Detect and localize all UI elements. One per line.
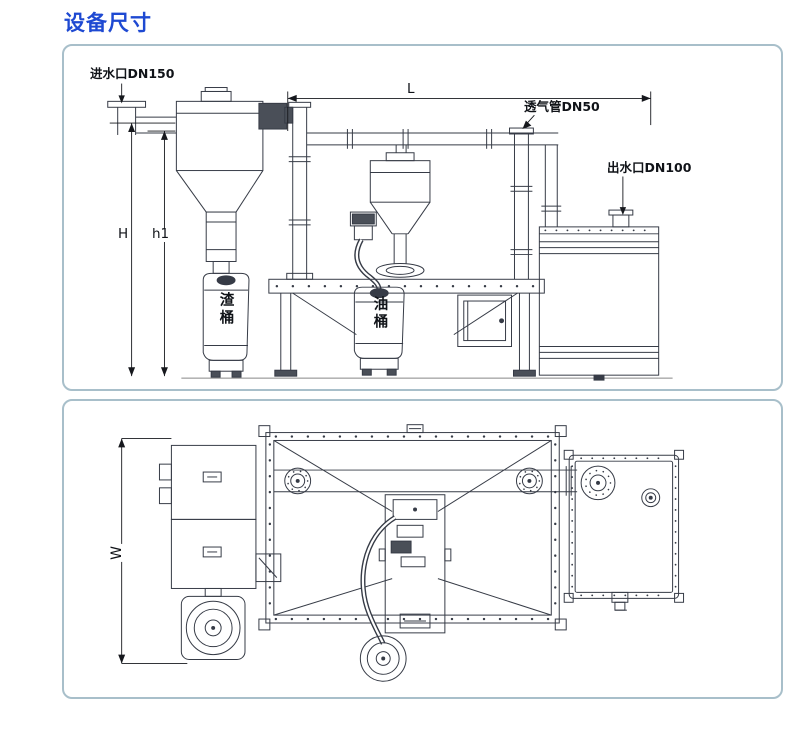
dimension-L [287,91,652,132]
manhole-flange [375,262,425,278]
length-dimension-label: L [405,81,417,97]
chute [255,553,282,583]
inlet-flange-circle [580,465,616,501]
control-cabinet [457,294,513,347]
pipe-flange-right [515,467,543,495]
oil-bucket-label: 油桶 [371,296,388,331]
plan-view-drawing [118,424,685,682]
door-handle [499,318,505,324]
drain [593,374,605,381]
bottom-fitting [611,591,629,611]
pump-block [351,213,375,225]
outlet-leader-arrow [619,176,627,216]
front-view-drawing [107,83,673,381]
height-dimension-label: H [116,226,131,242]
plan-oil-bucket [359,515,407,682]
plan-pump-unit [378,494,452,634]
outlet-label: 出水口DN100 [607,160,692,175]
dimension-H [109,122,176,377]
vent-label: 透气管DN50 [524,99,600,114]
inlet-label: 进水口DN150 [90,66,175,81]
plan-left-unit [158,444,282,661]
left-machine [107,87,294,274]
plan-right-tank [563,449,685,611]
dimension-h1 [147,130,176,377]
slag-bucket [202,272,250,378]
pipe-flange-left [284,467,312,495]
plan-piping [273,466,578,496]
plan-main-tank [258,424,567,631]
center-machine [349,152,431,278]
dimension-W [118,438,188,664]
outlet-stub [612,214,630,228]
height1-dimension-label: h1 [150,226,172,242]
top-piping [286,101,562,280]
page-title: 设备尺寸 [64,11,152,35]
front-view-panel: 进水口DN150 L 透气管DN50 出水口DN100 H h1 渣桶 油桶 [62,44,783,391]
oil-hose [354,238,382,292]
slag-bucket-housing [180,595,246,661]
inlet-leader-arrow [118,83,125,104]
vent-fitting-circle [641,488,661,508]
front-dimensions [109,83,652,377]
bucket-opening [216,275,236,286]
slag-bucket-label: 渣桶 [217,292,234,327]
plan-view-panel: W [62,399,783,699]
motor-block [258,102,288,130]
vent-pipe [509,127,534,280]
oil-bucket [353,286,405,376]
vent-leader-arrow [522,114,535,130]
bucket-opening [369,288,389,299]
width-dimension-label: W [108,544,125,562]
main-tank [268,278,545,377]
right-tank [538,209,660,381]
